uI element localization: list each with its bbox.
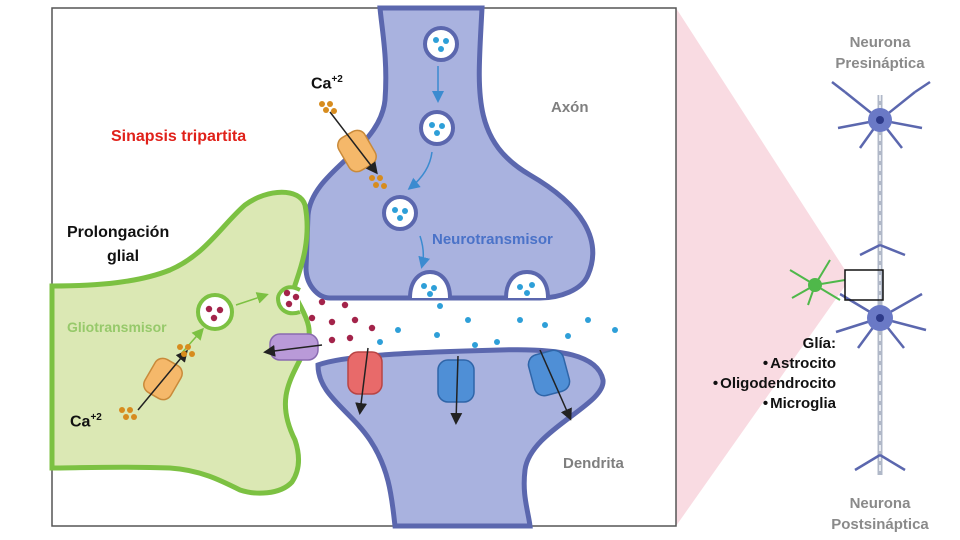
calcium-label-glia: Ca+2 xyxy=(70,412,102,431)
postsynaptic-neuron-label: Neurona Postsináptica xyxy=(815,493,945,535)
receptor-blue xyxy=(437,359,475,403)
glial-process-label-line1: Prolongación xyxy=(67,224,170,241)
presynaptic-label-line2: Presináptica xyxy=(835,55,925,72)
neurotransmitter-label: Neurotransmisor xyxy=(432,231,553,248)
glia-title: Glía: xyxy=(802,335,836,352)
vesicle xyxy=(382,195,418,231)
vesicle-path-arrows xyxy=(407,66,444,269)
calcium-base: Ca xyxy=(311,75,332,93)
gliotransmitter-molecules xyxy=(308,298,376,344)
postsynaptic-receptors xyxy=(347,347,572,425)
gliotransmitter-vesicle xyxy=(196,293,234,331)
calcium-label-axon: Ca+2 xyxy=(311,74,343,93)
postsynaptic-label-line2: Postsináptica xyxy=(831,516,929,533)
zoom-highlight xyxy=(676,8,845,526)
presynaptic-neuron-label: Neurona Presináptica xyxy=(818,32,942,74)
synapse-title: Sinapsis tripartita xyxy=(111,128,247,145)
glial-vesicles xyxy=(179,285,301,356)
fusing-glial-vesicle xyxy=(275,285,301,316)
vesicle xyxy=(419,110,455,146)
postsynaptic-label-line1: Neurona xyxy=(849,495,911,512)
glia-type-item: Microglia xyxy=(686,394,836,414)
glial-process-label-line2: glial xyxy=(107,248,140,265)
receptor-blue xyxy=(527,349,571,397)
synaptic-vesicles xyxy=(382,26,550,299)
gliotransmitter-label: Gliotransmisor xyxy=(67,319,167,335)
glia-type-item: Oligodendrocito xyxy=(686,374,836,394)
dendrite xyxy=(315,347,606,529)
calcium-charge: +2 xyxy=(90,412,102,423)
neurotransmitter-molecules xyxy=(377,303,618,348)
axon-label: Axón xyxy=(551,99,589,116)
fusing-vesicle xyxy=(408,269,452,299)
presynaptic-label-line1: Neurona xyxy=(849,34,911,51)
glia-type-list: Astrocito Oligodendrocito Microglia xyxy=(686,354,836,414)
zoom-box xyxy=(844,269,884,301)
axon-calcium-channel xyxy=(319,101,387,189)
dendrite-label: Dendrita xyxy=(563,455,624,472)
neuron-chain xyxy=(789,80,931,475)
calcium-base: Ca xyxy=(70,413,91,431)
fusing-vesicle xyxy=(504,269,550,299)
vesicle xyxy=(423,26,459,62)
glia-type-item: Astrocito xyxy=(686,354,836,374)
glia-types: Glía: Astrocito Oligodendrocito Microgli… xyxy=(686,334,836,414)
gliotransmitter-receptor xyxy=(263,333,323,361)
calcium-charge: +2 xyxy=(331,74,343,85)
glial-calcium-channel xyxy=(119,344,195,420)
